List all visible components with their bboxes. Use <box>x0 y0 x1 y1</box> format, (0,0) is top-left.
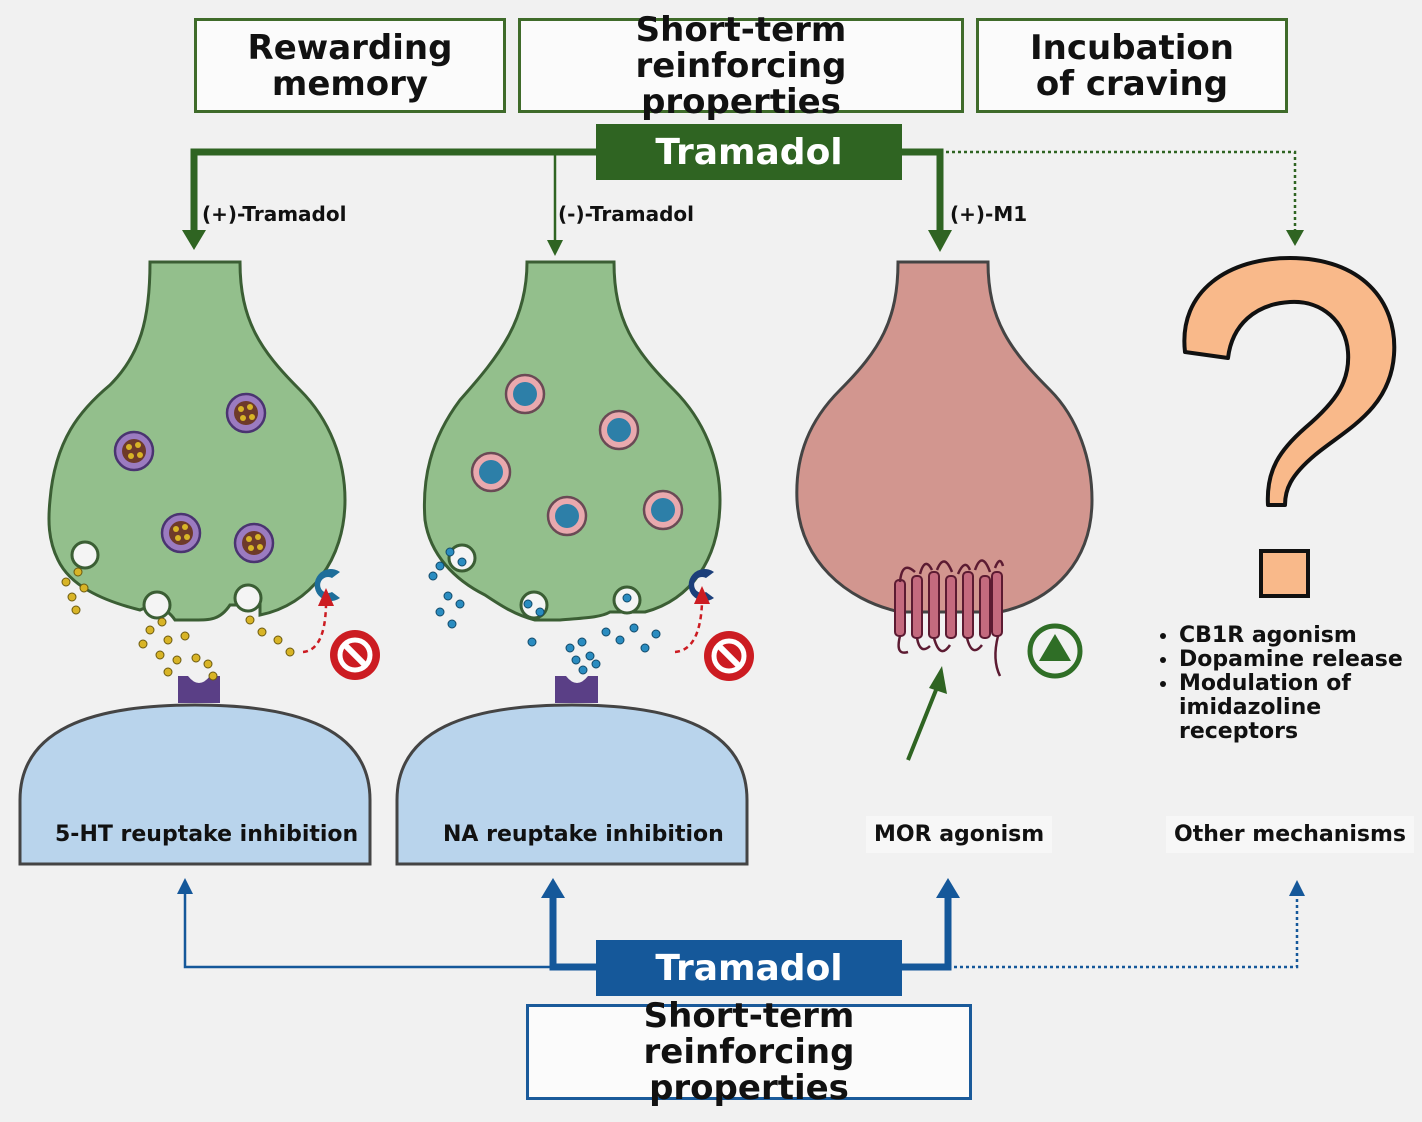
top-connectors <box>182 148 1304 256</box>
receptor-na <box>555 676 598 703</box>
bottom-tramadol-bar: Tramadol <box>596 940 902 996</box>
label-minus-tramadol: (-)-Tramadol <box>558 202 694 226</box>
mechanism-mor: MOR agonism <box>866 816 1053 853</box>
postsynaptic-membrane-1 <box>18 703 372 866</box>
bottom-box-short-term: Short-term reinforcing properties <box>526 998 972 1106</box>
inhibition-sert <box>302 588 380 680</box>
top-box-incubation: Incubation of craving <box>976 18 1288 113</box>
noradrenergic-neuron <box>422 260 722 675</box>
net-transporter <box>688 569 714 601</box>
top-box-short-term: Short-term reinforcing properties <box>518 12 964 120</box>
mechanism-na: NA reuptake inhibition <box>443 822 724 847</box>
label-plus-m1: (+)-M1 <box>950 202 1028 226</box>
top-box-rewarding-memory: Rewarding memory <box>194 18 506 113</box>
list-item: Dopamine release <box>1179 648 1422 672</box>
na-vesicles <box>470 373 684 537</box>
sert-transporter <box>314 569 340 601</box>
released-na <box>428 547 661 675</box>
5ht-vesicles <box>113 392 275 564</box>
mor-neuron <box>795 260 1094 761</box>
bottom-connectors <box>177 878 1305 971</box>
top-tramadol-bar: Tramadol <box>596 124 902 180</box>
serotonergic-neuron <box>47 260 347 681</box>
mechanism-other: Other mechanisms <box>1166 816 1415 853</box>
postsynaptic-membrane-2 <box>395 703 749 866</box>
list-item: CB1R agonism <box>1179 624 1422 648</box>
mechanism-5ht: 5-HT reuptake inhibition <box>55 822 359 847</box>
released-5ht <box>61 567 295 681</box>
receptor-5ht <box>178 676 220 703</box>
label-plus-tramadol: (+)-Tramadol <box>202 202 347 226</box>
question-mark-icon <box>1182 256 1397 598</box>
other-mechanisms-list: CB1R agonism Dopamine release Modulation… <box>1153 624 1422 744</box>
inhibition-net <box>674 586 754 681</box>
mor-receptor <box>894 571 1003 639</box>
list-item: Modulation of imidazoline receptors <box>1179 672 1422 744</box>
